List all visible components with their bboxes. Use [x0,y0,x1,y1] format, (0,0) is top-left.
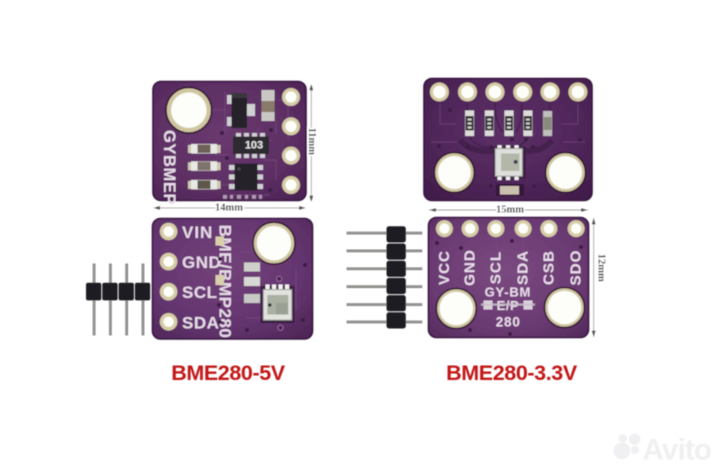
svg-text:280: 280 [496,314,521,329]
svg-text:15mm: 15mm [496,205,524,216]
svg-text:VIN: VIN [182,223,213,242]
svg-text:GND: GND [182,253,221,272]
svg-text:SDO: SDO [568,250,585,286]
svg-text:CSB: CSB [540,250,557,285]
svg-text:SCL: SCL [487,251,504,284]
svg-text:12mm: 12mm [595,254,606,282]
svg-text:GY-BM: GY-BM [485,285,532,300]
svg-text:103: 103 [245,140,263,152]
svg-text:SCL: SCL [182,283,218,302]
svg-text:14mm: 14mm [215,203,243,214]
svg-text:GND: GND [462,249,479,286]
svg-text:BME280-3.3V: BME280-3.3V [446,361,578,385]
svg-text:SDA: SDA [182,313,219,332]
svg-text:Avito: Avito [643,433,712,466]
svg-text:SDA: SDA [515,250,532,285]
svg-text:11mm: 11mm [306,128,317,156]
svg-text:BME280-5V: BME280-5V [171,361,286,385]
svg-text:GYBMEP: GYBMEP [160,130,178,205]
svg-text:BME/BMP280: BME/BMP280 [216,225,235,339]
svg-text:VCC: VCC [436,250,453,285]
